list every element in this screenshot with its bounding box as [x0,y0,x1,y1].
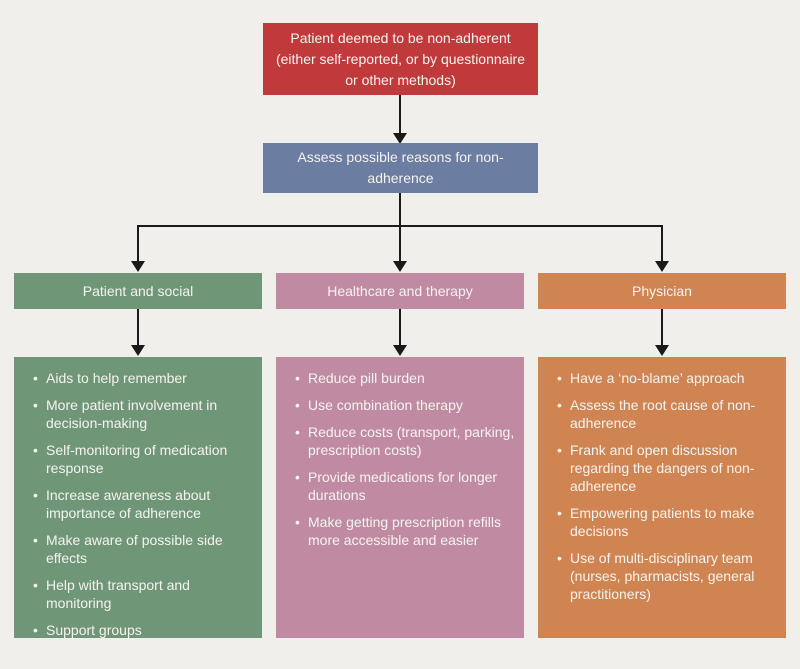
arrow-start-to-assess [393,95,407,144]
branch-list-physician: Have a ‘no-blame’ approachAssess the roo… [538,357,786,638]
list-item: Increase awareness about importance of a… [33,486,254,522]
bullet-list: Reduce pill burdenUse combination therap… [276,357,524,549]
arrow-down-icon [655,261,669,272]
arrow-header-to-list-healthcare-therapy [393,309,407,356]
list-item: Reduce pill burden [295,369,516,387]
branch-header-physician: Physician [538,273,786,309]
branch-title: Physician [632,283,692,299]
assess-node-label: Assess possible reasons for non-adherenc… [297,149,504,186]
branch-list-healthcare-therapy: Reduce pill burdenUse combination therap… [276,357,524,638]
branch-title: Healthcare and therapy [327,283,473,299]
arrow-down-icon [393,133,407,144]
arrow-down-icon [655,345,669,356]
list-item: Support groups [33,621,254,639]
branch-title: Patient and social [82,283,194,299]
arrow-down-icon [393,345,407,356]
list-item: Help with transport and monitoring [33,576,254,612]
list-item: Assess the root cause of non-adherence [557,396,778,432]
assess-node: Assess possible reasons for non-adherenc… [263,143,538,193]
arrow-down-icon [131,261,145,272]
arrow-header-to-list-physician [655,309,669,356]
list-item: Make getting prescription refills more a… [295,513,516,549]
branch-header-patient-social: Patient and social [14,273,262,309]
list-item: Empowering patients to make decisions [557,504,778,540]
list-item: Use combination therapy [295,396,516,414]
list-item: Make aware of possible side effects [33,531,254,567]
arrow-down-icon [393,261,407,272]
arrow-down-icon [131,345,145,356]
start-node-label: Patient deemed to be non-adherent (eithe… [275,29,526,88]
list-item: Self-monitoring of medication response [33,441,254,477]
list-item: Reduce costs (transport, parking, prescr… [295,423,516,459]
branch-connector [131,193,669,272]
arrow-header-to-list-patient-social [131,309,145,356]
branch-list-patient-social: Aids to help rememberMore patient involv… [14,357,262,639]
list-item: Have a ‘no-blame’ approach [557,369,778,387]
start-node: Patient deemed to be non-adherent (eithe… [263,23,538,95]
list-item: Frank and open discussion regarding the … [557,441,778,495]
bullet-list: Have a ‘no-blame’ approachAssess the roo… [538,357,786,603]
list-item: Aids to help remember [33,369,254,387]
list-item: Use of multi-disciplinary team (nurses, … [557,549,778,603]
list-item: More patient involvement in decision-mak… [33,396,254,432]
branch-header-healthcare-therapy: Healthcare and therapy [276,273,524,309]
list-item: Provide medications for longer durations [295,468,516,504]
bullet-list: Aids to help rememberMore patient involv… [14,357,262,639]
